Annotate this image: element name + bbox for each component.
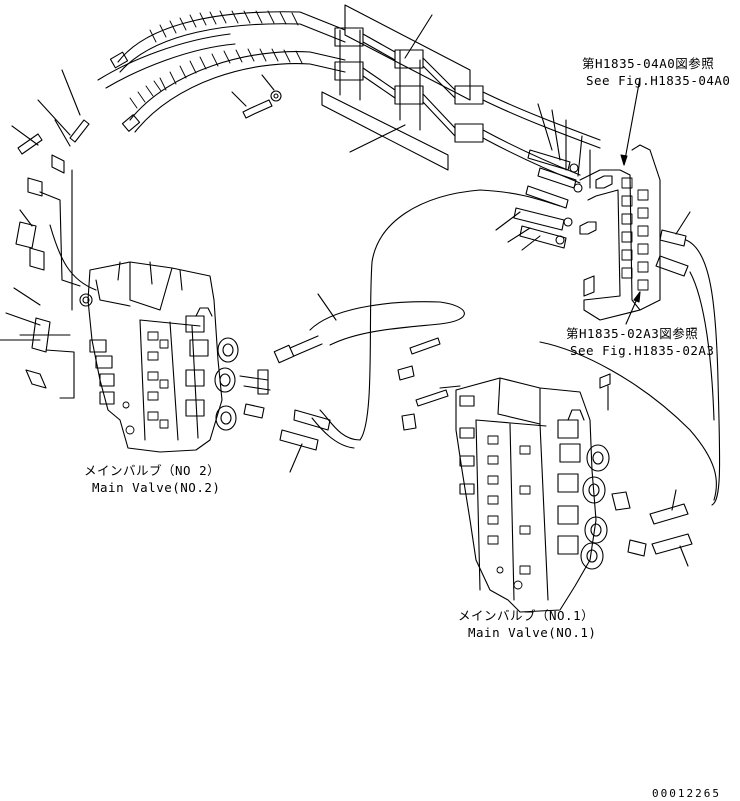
distribution-block <box>579 77 661 325</box>
lower-reference-jp: 第H1835-02A3図参照 <box>566 326 699 341</box>
spiral-wrapped-hose-bundle <box>97 10 346 133</box>
lower-reference-en: See Fig.H1835-02A3 <box>570 343 715 358</box>
valve-no2-label-jp: メインバルブ（NO 2） <box>84 463 221 478</box>
main-valve-no1 <box>455 341 717 613</box>
left-fittings <box>0 69 97 399</box>
right-side-fittings <box>495 103 721 506</box>
main-valve-no2 <box>79 261 271 453</box>
drawing-number: 00012265 <box>652 787 721 800</box>
valve-no1-label-jp: メインバルブ（NO.1） <box>458 608 595 623</box>
hose-clamp-brackets <box>321 4 601 184</box>
valve-no1-label-en: Main Valve(NO.1) <box>468 625 597 640</box>
valve-no2-label-en: Main Valve(NO.2) <box>92 480 221 495</box>
valve-connecting-hoses <box>273 189 561 473</box>
upper-reference-en: See Fig.H1835-04A0 <box>586 73 731 88</box>
bolt-and-washer <box>231 74 282 119</box>
upper-reference-jp: 第H1835-04A0図参照 <box>582 56 715 71</box>
